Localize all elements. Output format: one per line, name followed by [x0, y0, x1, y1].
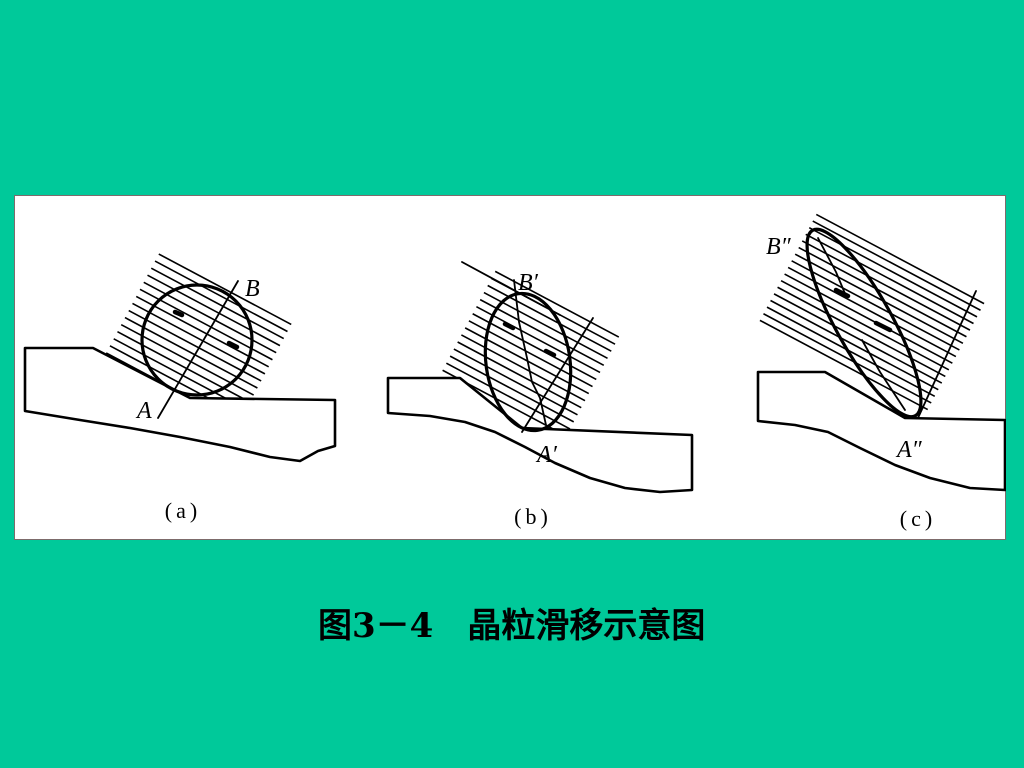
- substrate-b: [386, 376, 694, 494]
- grain-mark: [873, 320, 893, 333]
- subfigure-caption-a: (a): [165, 498, 201, 523]
- slip-line: [449, 355, 575, 423]
- slip-line: [805, 233, 974, 325]
- reference-line-original: [521, 317, 594, 433]
- label-a-prime: A′: [535, 442, 558, 468]
- slip-line: [124, 316, 258, 389]
- slip-line: [794, 253, 964, 345]
- reference-line-original: [917, 290, 977, 419]
- slip-line: [154, 260, 288, 333]
- label-a: A: [135, 398, 152, 424]
- slip-line: [135, 295, 270, 368]
- grain-c: [805, 227, 923, 419]
- slip-line: [777, 286, 946, 378]
- slip-line: [147, 274, 281, 347]
- substrate-a: [23, 346, 337, 463]
- slip-line: [791, 260, 960, 351]
- slip-line: [801, 240, 971, 331]
- slip-line: [457, 341, 582, 409]
- grain-mark: [172, 309, 185, 318]
- slip-line: [158, 253, 292, 326]
- reference-line-ab: [157, 280, 239, 419]
- slip-line: [483, 291, 608, 359]
- slip-line: [453, 348, 578, 416]
- figure-caption: 图3－4 晶粒滑移示意图: [318, 606, 706, 646]
- reference-line-ab-deformed: [817, 237, 847, 297]
- grain-slip-diagram: B A (a) B′ A′ (b) B″: [14, 195, 1006, 540]
- slip-line: [808, 226, 978, 318]
- grain-mark: [226, 340, 240, 350]
- slip-line: [770, 299, 939, 391]
- slip-line: [445, 362, 571, 430]
- slip-line: [494, 270, 620, 338]
- slip-line: [815, 213, 985, 305]
- label-b-prime: B′: [518, 270, 539, 296]
- slip-line: [766, 306, 936, 398]
- slip-line: [132, 302, 266, 375]
- slip-line: [476, 305, 601, 374]
- label-a-double-prime: A″: [895, 437, 923, 463]
- substrate-c: [756, 370, 1006, 492]
- subfigure-caption-c: (c): [900, 506, 936, 531]
- slip-plane-extension: [461, 261, 561, 316]
- slip-line: [812, 220, 981, 311]
- subfigure-caption-b: (b): [514, 504, 552, 529]
- grain-a: [140, 283, 254, 397]
- slip-line: [763, 313, 932, 404]
- slip-line: [150, 267, 285, 340]
- slip-line: [759, 319, 929, 411]
- grain-mark: [833, 287, 851, 299]
- diagram-a: B A (a): [23, 253, 337, 523]
- grain-mark: [543, 348, 557, 358]
- slip-line: [117, 331, 251, 403]
- diagram-b: B′ A′ (b): [386, 261, 694, 529]
- slip-line: [784, 273, 953, 364]
- slip-line: [128, 309, 262, 382]
- label-b: B: [245, 276, 260, 302]
- slip-line: [798, 246, 967, 338]
- slip-line: [479, 298, 605, 367]
- grain-mark: [502, 321, 516, 331]
- slip-line: [780, 279, 950, 371]
- figure-panel: B A (a) B′ A′ (b) B″: [14, 195, 1006, 540]
- diagram-c: B″ A″ (c): [756, 213, 1006, 531]
- slip-line: [461, 334, 586, 402]
- slip-line: [472, 313, 597, 381]
- reference-line-ab-deformed: [861, 339, 906, 411]
- label-b-double-prime: B″: [766, 234, 792, 260]
